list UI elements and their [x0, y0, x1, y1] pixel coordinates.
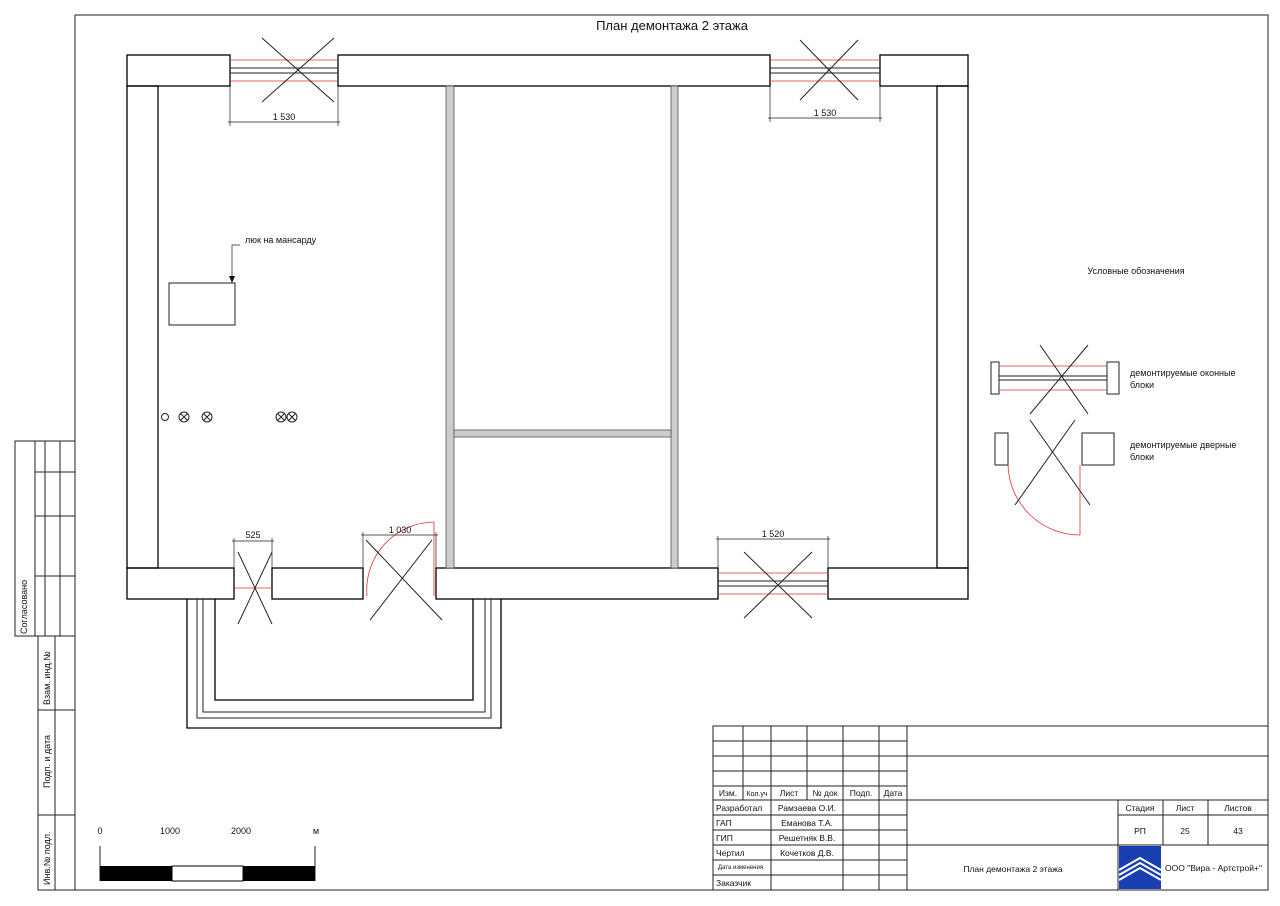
svg-text:блоки: блоки — [1130, 452, 1154, 462]
svg-text:Подп. и дата: Подп. и дата — [42, 735, 52, 788]
svg-text:блоки: блоки — [1130, 380, 1154, 390]
legend-door-symbol — [994, 419, 1115, 536]
legend-title: Условные обозначения — [1087, 266, 1184, 276]
svg-text:демонтируемые дверные: демонтируемые дверные — [1130, 440, 1236, 450]
title-block: Изм. Кол.уч Лист № док Подп. Дата Разраб… — [712, 725, 1269, 891]
top-right-window: 1 530 — [768, 39, 882, 122]
dimension-label: 1 530 — [273, 112, 296, 122]
svg-text:1000: 1000 — [160, 826, 180, 836]
legend-window-symbol — [990, 344, 1120, 415]
svg-text:Стадия: Стадия — [1126, 803, 1155, 813]
svg-text:демонтируемые оконные: демонтируемые оконные — [1130, 368, 1236, 378]
svg-text:43: 43 — [1233, 826, 1243, 836]
dismantled-fixtures — [161, 411, 298, 423]
bottom-window: 1 520 — [716, 529, 830, 619]
svg-text:Изм.: Изм. — [719, 788, 737, 798]
svg-text:2000: 2000 — [231, 826, 251, 836]
svg-text:План демонтажа 2 этажа: План демонтажа 2 этажа — [963, 864, 1063, 874]
svg-text:Лист: Лист — [1176, 803, 1195, 813]
svg-text:Согласовано: Согласовано — [19, 580, 29, 634]
svg-text:Лист: Лист — [780, 788, 799, 798]
scale-bar: 0 1000 2000 м — [97, 826, 319, 882]
bottom-small-door: 525 — [232, 530, 274, 625]
svg-text:Кол.уч: Кол.уч — [747, 791, 768, 798]
svg-text:РП: РП — [1134, 826, 1146, 836]
svg-text:Листов: Листов — [1224, 803, 1252, 813]
svg-text:ГИП: ГИП — [716, 833, 733, 843]
side-stamp: Согласовано Взам. инд.№ Подп. и дата Инв… — [14, 440, 76, 891]
svg-text:Разработал: Разработал — [716, 803, 762, 813]
attic-hatch — [168, 282, 236, 326]
interior-partitions — [445, 85, 679, 569]
svg-text:Рамзаева О.И.: Рамзаева О.И. — [778, 803, 836, 813]
company-logo — [1118, 846, 1162, 889]
svg-text:25: 25 — [1180, 826, 1190, 836]
svg-text:Заказчик: Заказчик — [716, 878, 751, 888]
svg-text:м: м — [313, 826, 319, 836]
svg-text:Чертил: Чертил — [716, 848, 745, 858]
dimension-label: 525 — [245, 530, 260, 540]
bottom-door: 1 030 — [361, 521, 443, 621]
svg-text:Подп.: Подп. — [850, 788, 873, 798]
svg-text:Взам. инд.№: Взам. инд.№ — [42, 651, 52, 705]
top-left-window: 1 530 — [228, 37, 340, 126]
drawing-title: План демонтажа 2 этажа — [596, 18, 749, 33]
legend: Условные обозначения демонтируемые оконн… — [990, 266, 1236, 536]
dimension-label: 1 520 — [762, 529, 785, 539]
dimension-label: 1 030 — [389, 525, 412, 535]
svg-text:Инв.№ подл.: Инв.№ подл. — [42, 831, 52, 885]
svg-text:ГАП: ГАП — [716, 818, 732, 828]
attic-hatch-label: люк на мансарду — [245, 235, 317, 245]
svg-text:Еманова Т.А.: Еманова Т.А. — [781, 818, 833, 828]
svg-text:Решетняк В.В.: Решетняк В.В. — [779, 833, 836, 843]
svg-text:Дата изменения: Дата изменения — [718, 865, 763, 871]
svg-text:№ док: № док — [813, 788, 838, 798]
svg-text:Кочетков Д.В.: Кочетков Д.В. — [780, 848, 834, 858]
svg-text:ООО "Вира - Артстрой+": ООО "Вира - Артстрой+" — [1165, 863, 1262, 873]
svg-text:Дата: Дата — [884, 788, 903, 798]
dimension-label: 1 530 — [814, 108, 837, 118]
exterior-walls — [126, 54, 969, 600]
balcony — [186, 599, 502, 729]
svg-text:0: 0 — [97, 826, 102, 836]
